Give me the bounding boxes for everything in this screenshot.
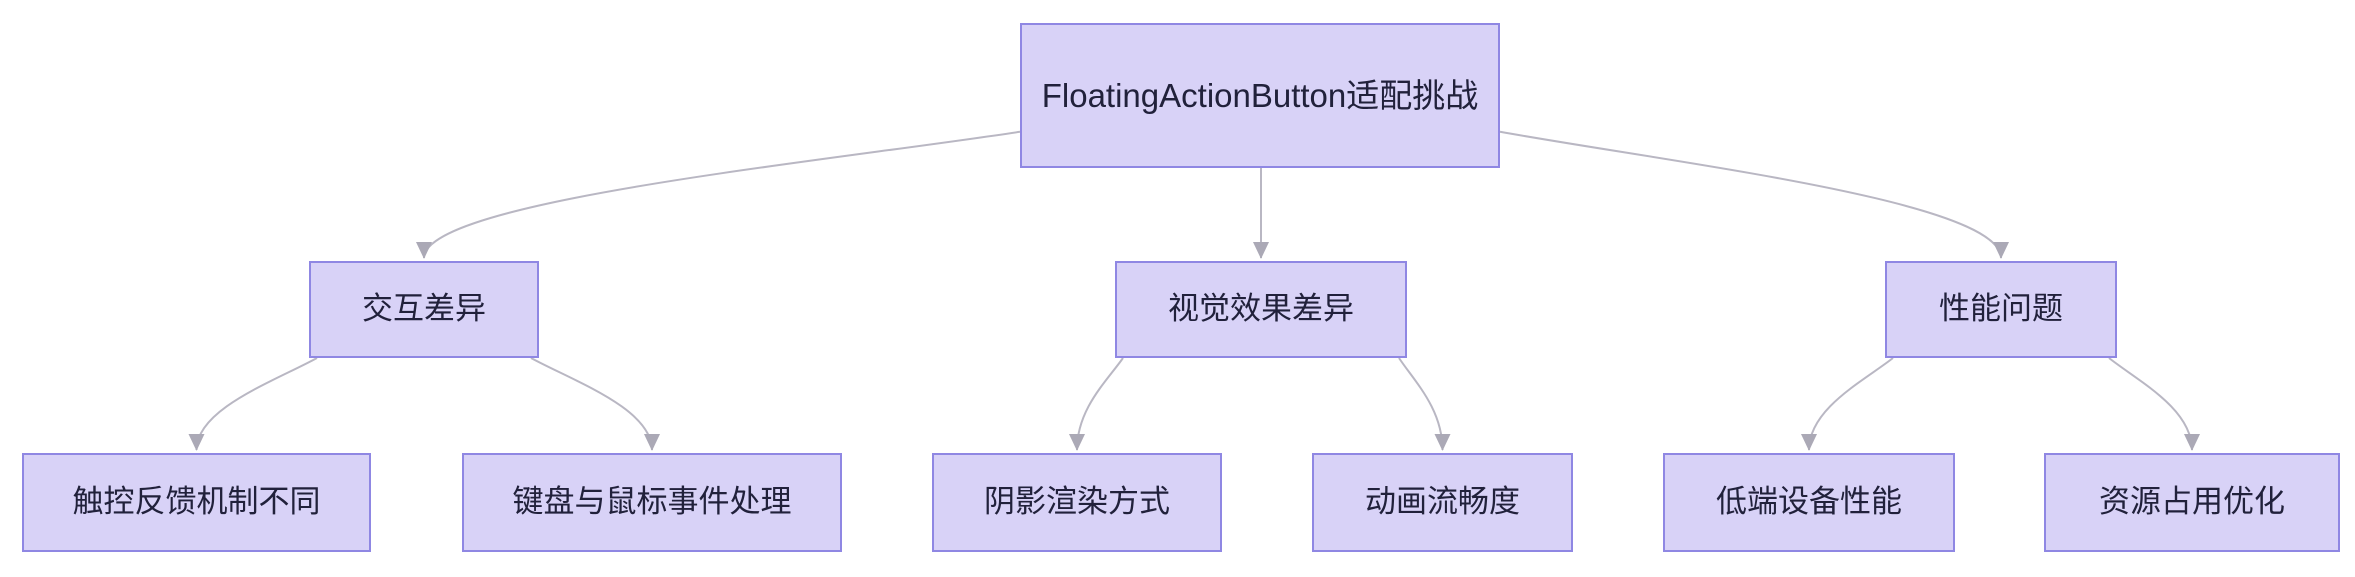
node-label: 性能问题 [1939, 291, 2063, 327]
edge-visual-animation [1398, 357, 1451, 451]
node-performance: 性能问题 [1885, 261, 2117, 358]
node-label: 动画流畅度 [1365, 484, 1520, 520]
node-label: 键盘与鼠标事件处理 [512, 484, 792, 520]
node-interaction: 交互差异 [309, 261, 539, 358]
node-label: 资源占用优化 [2099, 484, 2285, 520]
node-animation: 动画流畅度 [1312, 453, 1573, 552]
node-keyboard-mouse: 键盘与鼠标事件处理 [462, 453, 842, 552]
node-touch-feedback: 触控反馈机制不同 [22, 453, 371, 552]
edges-group [188, 130, 2201, 451]
edge-root-interaction [416, 130, 1021, 259]
node-resource-usage: 资源占用优化 [2044, 453, 2340, 552]
node-root: FloatingActionButton适配挑战 [1020, 23, 1500, 168]
node-label: FloatingActionButton适配挑战 [1041, 76, 1479, 114]
node-visual: 视觉效果差异 [1115, 261, 1407, 358]
edge-interaction-keyboard-mouse [530, 357, 661, 451]
node-label: 阴影渲染方式 [984, 484, 1170, 520]
node-shadow-render: 阴影渲染方式 [932, 453, 1222, 552]
edge-performance-low-end-device [1800, 357, 1894, 451]
edge-visual-shadow-render [1068, 357, 1124, 451]
node-label: 低端设备性能 [1716, 484, 1902, 520]
edge-performance-resource-usage [2108, 357, 2201, 451]
edge-interaction-touch-feedback [188, 357, 318, 451]
node-label: 视觉效果差异 [1168, 291, 1354, 327]
node-label: 交互差异 [362, 291, 486, 327]
node-low-end-device: 低端设备性能 [1663, 453, 1955, 552]
node-label: 触控反馈机制不同 [72, 484, 321, 520]
edge-root-performance [1499, 130, 2010, 259]
